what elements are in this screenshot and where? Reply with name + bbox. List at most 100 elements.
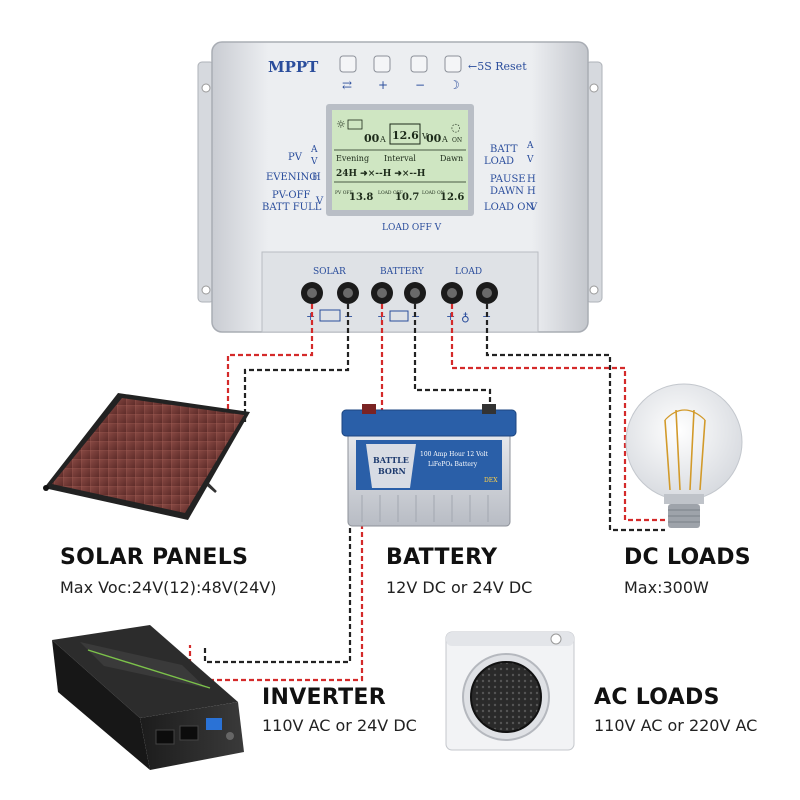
ac-appliance xyxy=(445,631,575,751)
button-plus[interactable] xyxy=(373,55,391,73)
caption-inverter-title: INVERTER xyxy=(262,685,386,710)
battery-spec-line2: LiFePO₄ Battery xyxy=(428,461,478,468)
power-inverter xyxy=(52,625,244,770)
terminal-screws xyxy=(301,282,498,304)
label-pv-off: PV-OFF xyxy=(272,190,311,201)
lcd-pv-off-tag: PV OFF xyxy=(335,190,353,196)
inverter-outlet-1 xyxy=(155,729,175,745)
battery-brand-line1: BATTLE xyxy=(373,455,409,465)
battery-icon xyxy=(389,123,421,145)
label-pause: PAUSE xyxy=(490,174,526,185)
battery-logo-shield xyxy=(366,444,416,488)
label-evening-unit: H xyxy=(312,172,321,183)
wire-battery-negative xyxy=(413,304,492,415)
caption-ac-title: AC LOADS xyxy=(594,685,720,710)
terminal-label-battery: BATTERY xyxy=(380,267,425,277)
sun-icon: ☼ xyxy=(336,118,346,131)
terminal-label-load: LOAD xyxy=(455,267,482,277)
bulb-neck xyxy=(664,494,704,504)
caption-inverter-sub: 110V AC or 24V DC xyxy=(262,716,417,735)
lcd-load-on-tag: LOAD ON xyxy=(422,190,445,196)
appliance-door xyxy=(471,662,541,732)
lightbulb-icon: ◌ xyxy=(451,121,461,134)
right-side-labels: BATT A LOAD V PAUSE H DAWN H LOAD ON V xyxy=(484,141,538,213)
reset-hint: ←5S Reset xyxy=(468,60,527,73)
lcd-top-left-value: 00 xyxy=(364,132,380,145)
label-load-on-unit: V xyxy=(529,202,538,213)
lcd-row-label-dawn: Dawn xyxy=(440,154,463,163)
label-load: LOAD xyxy=(484,156,514,167)
battery: BATTLE BORN 100 Amp Hour 12 Volt LiFePO₄… xyxy=(341,404,517,527)
label-pause-unit: H xyxy=(527,174,536,185)
button-toggle[interactable] xyxy=(339,55,357,73)
label-load-on: LOAD ON xyxy=(484,202,534,213)
terminal-label-solar: SOLAR xyxy=(313,267,346,277)
button-minus[interactable] xyxy=(410,55,428,73)
label-pv-unit-a: A xyxy=(310,145,318,155)
lcd-screen xyxy=(332,110,468,210)
button-light-symbol: ☽ xyxy=(449,78,460,92)
lcd-timer-row: 24H ➜×--H ➜×--H xyxy=(336,169,426,179)
battery-brand-line2: BORN xyxy=(378,466,406,476)
label-pv-unit-v: V xyxy=(310,157,318,167)
label-pv-off-unit: V xyxy=(315,196,324,207)
bulb-glass xyxy=(625,383,743,501)
lcd-load-off-value: 10.7 xyxy=(395,192,419,203)
wire-solar-negative xyxy=(243,304,350,425)
wire-solar-positive xyxy=(226,304,314,430)
inverter-outlet-2 xyxy=(179,725,199,741)
label-pv: PV xyxy=(288,152,303,163)
button-minus-symbol: − xyxy=(415,78,425,92)
bulb-filament xyxy=(664,409,706,491)
battery-badge: DEX xyxy=(484,477,498,484)
lcd-load-off-tag: LOAD OFF xyxy=(378,190,403,196)
inverter-switch xyxy=(226,732,234,740)
solar-panel-icon xyxy=(347,119,363,130)
label-load-off: LOAD OFF V xyxy=(382,223,442,233)
battery-ribs xyxy=(361,495,489,522)
left-side-labels: PV A V EVENING H PV-OFF BATT FULL V xyxy=(262,145,324,213)
button-light[interactable] xyxy=(444,55,462,73)
lcd-row-label-evening: Evening xyxy=(336,154,369,163)
label-dawn: DAWN xyxy=(490,186,524,197)
brand-label: MPPT xyxy=(268,58,319,76)
label-batt: BATT xyxy=(490,144,518,155)
plus-mark-load: + xyxy=(446,310,455,323)
lcd-content: ☼ 00 A 12.6 V 00 A ◌ ON Evening Interval… xyxy=(334,118,466,203)
lcd-load-on-value: 12.6 xyxy=(440,192,464,203)
front-buttons: ⇄ + − ☽ ←5S Reset xyxy=(339,55,527,92)
lcd-on-label: ON xyxy=(452,137,462,144)
label-dawn-unit: H xyxy=(527,186,536,197)
inverter-display xyxy=(206,718,222,730)
button-plus-symbol: + xyxy=(378,78,388,92)
label-batt-unit: A xyxy=(526,141,534,151)
lcd-top-left-unit: A xyxy=(379,135,386,144)
solar-panel-corner xyxy=(43,485,49,491)
label-load-unit: V xyxy=(526,155,534,165)
button-toggle-symbol: ⇄ xyxy=(342,78,352,92)
lcd-row-label-interval: Interval xyxy=(384,154,416,163)
solar-panel xyxy=(43,393,250,520)
plus-mark-solar: + xyxy=(306,310,315,323)
lcd-center-unit: V xyxy=(421,132,428,141)
caption-solar-sub: Max Voc:24V(12):48V(24V) xyxy=(60,578,277,597)
wire-load-positive xyxy=(450,304,665,522)
solar-panel-icon xyxy=(319,309,341,322)
inverter-side xyxy=(52,640,150,770)
lcd-center-value: 12.6 xyxy=(392,129,419,142)
appliance-control-strip xyxy=(446,632,574,646)
lcd-top-right-value: 00 xyxy=(426,132,442,145)
battery-lid xyxy=(341,409,517,437)
lcd-top-right-unit: A xyxy=(441,135,448,144)
battery-terminal-positive xyxy=(362,404,376,414)
wire-load-negative xyxy=(485,304,665,532)
appliance-knob xyxy=(550,633,562,645)
battery-spec-line1: 100 Amp Hour 12 Volt xyxy=(420,451,488,458)
caption-solar-title: SOLAR PANELS xyxy=(60,545,249,570)
caption-battery-title: BATTERY xyxy=(386,545,498,570)
battery-terminal-negative xyxy=(482,404,496,414)
caption-dc-title: DC LOADS xyxy=(624,545,751,570)
solar-panel-cells xyxy=(52,398,244,513)
caption-ac-sub: 110V AC or 220V AC xyxy=(594,716,758,735)
